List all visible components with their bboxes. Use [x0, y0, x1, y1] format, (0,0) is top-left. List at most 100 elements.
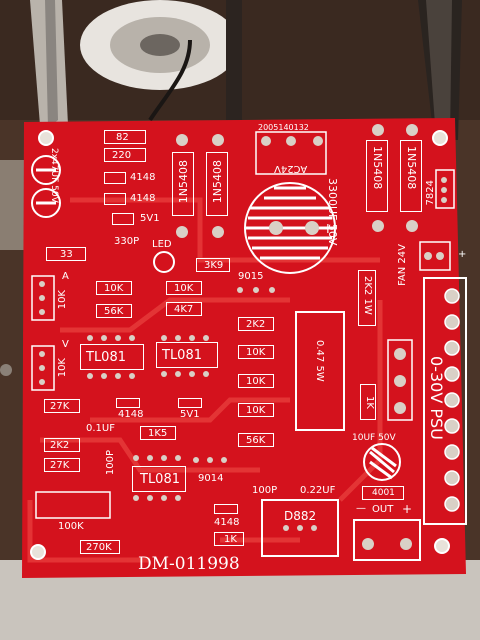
label-fan: FAN 24V — [397, 244, 408, 286]
outline-tl081-c — [132, 466, 186, 492]
outline-r10k-a — [96, 281, 132, 295]
solder-spool — [80, 0, 240, 90]
label-psu: 0-30V PSU — [427, 356, 446, 440]
label-r33: 33 — [60, 249, 73, 260]
label-5v1-a: 5V1 — [140, 213, 160, 224]
label-4001: 4001 — [372, 488, 395, 498]
label-cap-small: 2x47UF 50V — [49, 148, 59, 203]
label-r27k-a: 27K — [50, 401, 70, 412]
outline-5v1-b — [178, 398, 202, 408]
label-r10k-e: 10K — [246, 405, 266, 416]
outline-4148-d — [214, 504, 238, 514]
outline-r27k-a — [44, 399, 80, 413]
label-out-minus: — — [356, 503, 366, 514]
outline-r4k7 — [166, 302, 202, 316]
outline-r56k-a — [96, 304, 132, 318]
label-r2k2-a: 2K2 — [246, 319, 266, 330]
label-r27k-b: 27K — [50, 460, 70, 471]
label-r56k-b: 56K — [246, 435, 266, 446]
outline-r1k5 — [140, 426, 176, 440]
label-cap-10uf: 10UF 50V — [352, 433, 396, 443]
label-r82: 82 — [116, 132, 129, 143]
label-r1k5: 1K5 — [148, 428, 168, 439]
label-1n5408-c: 1N5408 — [371, 146, 384, 190]
label-1n5408-d: 1N5408 — [405, 146, 418, 190]
label-out-plus: + — [402, 502, 413, 516]
label-tl081-b: TL081 — [162, 348, 202, 363]
label-r100k: 100K — [58, 521, 84, 532]
label-r3k9: 3K9 — [204, 260, 224, 271]
label-r220: 220 — [112, 150, 132, 161]
outline-tl081-a — [80, 344, 144, 370]
outline-4148-b — [104, 193, 126, 205]
outline-1n5408-d — [400, 140, 422, 212]
label-4148-a: 4148 — [130, 172, 156, 183]
label-c100p-a: 100P — [105, 450, 116, 476]
label-5v1-b: 5V1 — [180, 409, 200, 420]
capacitor-3300uf — [244, 182, 336, 274]
label-330p: 330P — [114, 236, 140, 247]
right-clip — [418, 0, 462, 140]
label-trim-10k-2: 10K — [57, 358, 68, 378]
label-part-number: DM-011998 — [138, 554, 240, 574]
label-c022uf: 0.22UF — [300, 485, 336, 496]
outline-r220 — [104, 148, 146, 162]
outline-r2k2-1w — [358, 270, 376, 326]
label-r4k7: 4K7 — [174, 304, 194, 315]
label-ac24v: AC24V — [274, 163, 308, 174]
label-trim-10k-1: 10K — [57, 290, 68, 310]
outline-r56k-b — [238, 433, 274, 447]
label-r2k2-1w: 2K2 1W — [362, 276, 373, 315]
outline-r3k9 — [196, 258, 230, 272]
outline-r10k-b — [166, 281, 202, 295]
outline-r10k-d — [238, 374, 274, 388]
label-r10k-a: 10K — [104, 283, 124, 294]
label-4148-b: 4148 — [130, 193, 156, 204]
outline-r82 — [104, 130, 146, 144]
label-7824: 7824 — [425, 180, 436, 206]
label-c01uf: 0.1UF — [86, 423, 115, 434]
label-trim-v: V — [62, 339, 69, 350]
label-r1k-a: 1K — [364, 396, 375, 409]
label-r2k2-b: 2K2 — [50, 440, 70, 451]
outline-r27k-b — [44, 458, 80, 472]
outline-1n5408-c — [366, 140, 388, 212]
outline-r1k-a — [360, 384, 376, 420]
label-tl081-c: TL081 — [140, 472, 180, 487]
label-4148-c: 4148 — [118, 409, 144, 420]
label-trim-a: A — [62, 271, 69, 282]
outline-r10k-e — [238, 403, 274, 417]
label-4148-d: 4148 — [214, 517, 240, 528]
label-9015: 9015 — [238, 271, 264, 282]
outline-1n5408-a — [172, 152, 194, 216]
label-date-code: 2005140132 — [258, 123, 309, 132]
label-r56k-a: 56K — [104, 306, 124, 317]
label-shunt: 0.47 5W — [314, 340, 325, 382]
label-c100p-b: 100P — [252, 485, 278, 496]
outline-4001 — [362, 486, 404, 500]
left-clip — [30, 0, 68, 140]
label-r1k-b: 1K — [224, 534, 237, 545]
label-fan-plus: + — [458, 249, 467, 260]
outline-tl081-b — [156, 342, 218, 368]
label-led: LED — [152, 239, 172, 250]
label-r10k-b: 10K — [174, 283, 194, 294]
label-r10k-d: 10K — [246, 376, 266, 387]
label-out: OUT — [372, 504, 394, 515]
outline-1n5408-b — [206, 152, 228, 216]
label-r270k: 270K — [86, 542, 112, 553]
label-tl081-a: TL081 — [86, 350, 126, 365]
outline-5v1-a — [112, 213, 134, 225]
label-9014: 9014 — [198, 473, 224, 484]
outline-r2k2-a — [238, 317, 274, 331]
label-r10k-c: 10K — [246, 347, 266, 358]
outline-r33 — [46, 247, 86, 261]
label-cap-big-plus: + — [322, 221, 334, 237]
outline-4148-a — [104, 172, 126, 184]
outline-r10k-c — [238, 345, 274, 359]
outline-r1k-b — [214, 532, 244, 546]
outline-4148-c — [116, 398, 140, 408]
outline-r270k — [80, 540, 120, 554]
